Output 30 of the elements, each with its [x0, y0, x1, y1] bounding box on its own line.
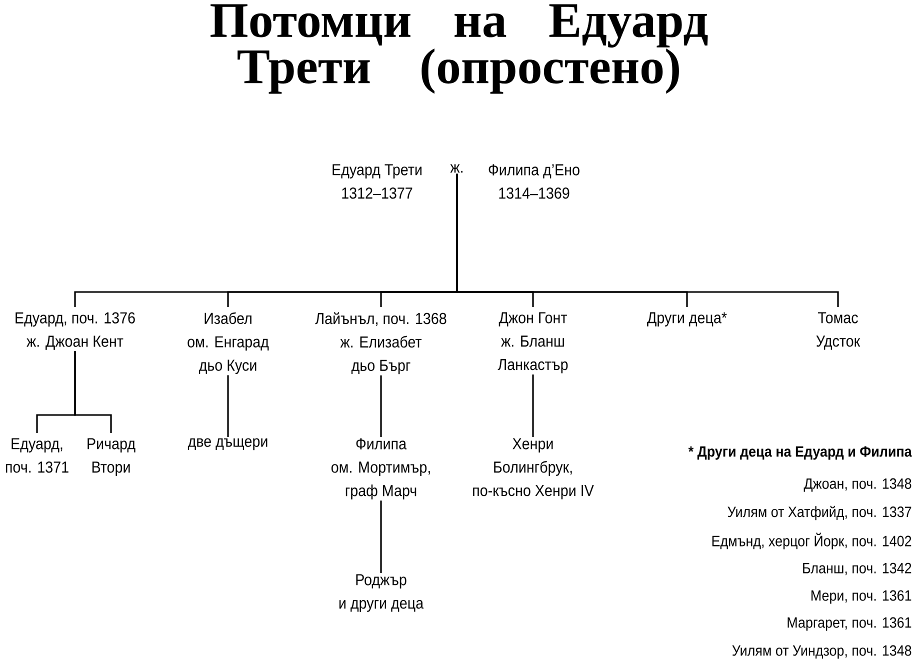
spouse-label: ж. — [450, 164, 462, 173]
tree-line — [532, 374, 534, 437]
footnote-line: Едмънд, херцог Йорк, поч. 1402 — [712, 532, 912, 550]
person-label: две дъщери — [188, 438, 268, 450]
footnote-line: Уилям от Хатфийд, поч. 1337 — [728, 506, 912, 520]
person-label: Хенри Болингбрук, по-късно Хенри IV — [473, 438, 594, 500]
person-label: Роджър и други деца — [339, 574, 424, 612]
footnote-line: Маргарет, поч. 1361 — [788, 617, 912, 631]
footnote-heading: * Други деца на Едуард и Филипа — [688, 446, 912, 460]
footnote-line: Бланш, поч. 1342 — [803, 562, 912, 576]
tree-line — [380, 500, 382, 573]
tree-line — [380, 375, 382, 437]
person-label: Филипа д’Ено 1314–1369 — [488, 164, 580, 199]
person-label: Томас Удсток — [816, 312, 860, 350]
tree-line — [456, 174, 839, 307]
tree-line — [227, 375, 229, 437]
footnote-line: Мери, поч. 1361 — [812, 590, 912, 604]
person-label: Джон Гонт ж. Бланш Ланкастър — [498, 312, 568, 374]
tree-line — [74, 351, 112, 433]
title: Потомци на Едуард Трети (опростено) — [210, 4, 708, 94]
footnote-line: Джоан, поч. 1348 — [804, 478, 912, 492]
person-label: Лайънъл, поч. 1368 ж. Елизабет дьо Бърг — [315, 312, 446, 374]
person-label: Ричард Втори — [88, 438, 136, 476]
person-label: Едуард, поч. 1371 — [6, 438, 68, 473]
person-label: Изабел ом. Енгарад дьо Куси — [188, 312, 269, 374]
person-label: Филипа ом. Мортимър, граф Марч — [331, 438, 430, 500]
footnote-line: Уилям от Уиндзор, поч. 1348 — [732, 645, 912, 659]
person-label: Едуард Трети 1312–1377 — [332, 164, 422, 199]
person-label: Едуард, поч. 1376 ж. Джоан Кент — [16, 312, 135, 350]
person-label: Други деца* — [647, 312, 727, 326]
